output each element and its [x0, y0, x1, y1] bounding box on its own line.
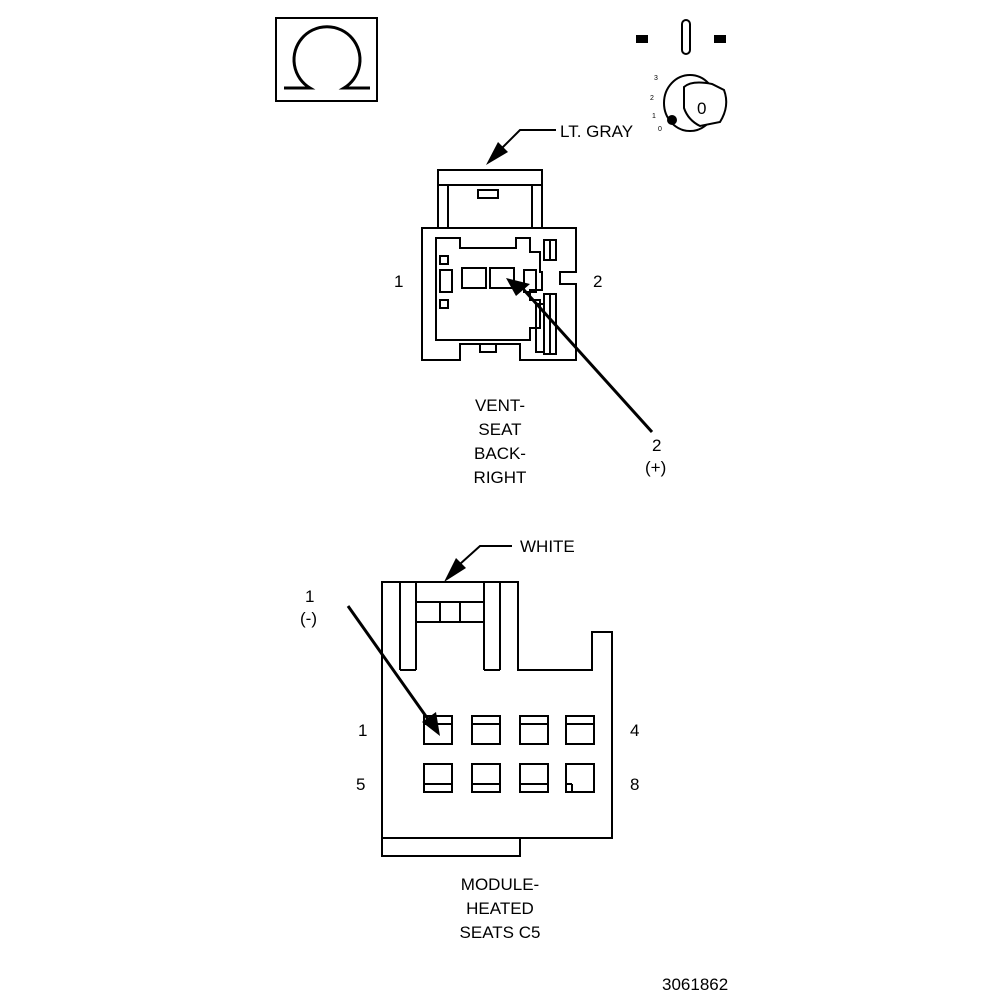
module-pin-5-label: 5	[356, 775, 365, 794]
ignition-key-label: 0	[697, 99, 706, 118]
ignition-key-icon: 3 2 1 0 0	[636, 19, 728, 133]
figure-id: 3061862	[662, 975, 728, 994]
module-pin-4-label: 4	[630, 721, 639, 740]
module-terminal-row-1	[423, 715, 595, 745]
ignition-position-3: 3	[654, 75, 658, 82]
vent-seat-name-line-1: VENT-	[475, 396, 525, 415]
vent-seat-connector	[421, 169, 577, 361]
vent-seat-name-line-3: BACK-	[474, 444, 526, 463]
top-pin-1-label: 1	[394, 272, 403, 291]
lt-gray-label: LT. GRAY	[560, 122, 633, 141]
white-label: WHITE	[520, 537, 575, 556]
vent-seat-name-line-2: SEAT	[478, 420, 521, 439]
vent-seat-name-line-4: RIGHT	[474, 468, 527, 487]
ignition-position-0: 0	[658, 126, 662, 133]
module-name-line-3: SEATS C5	[460, 923, 541, 942]
white-leader	[459, 545, 512, 565]
positive-probe-line	[522, 288, 654, 434]
ignition-position-1: 1	[652, 113, 656, 120]
positive-probe-polarity: (+)	[645, 458, 666, 477]
negative-probe-head	[422, 712, 440, 736]
lt-gray-leader	[501, 129, 556, 149]
module-pin-1-label: 1	[358, 721, 367, 740]
module-pin-8-label: 8	[630, 775, 639, 794]
positive-probe-head	[506, 278, 530, 296]
negative-probe-polarity: (-)	[300, 609, 317, 628]
module-name-line-2: HEATED	[466, 899, 534, 918]
module-terminal-row-2	[423, 763, 595, 793]
ohmmeter-icon	[275, 17, 378, 102]
module-name-line-1: MODULE-	[461, 875, 539, 894]
heated-seats-module-connector	[381, 581, 613, 857]
top-pin-2-label: 2	[593, 272, 602, 291]
negative-probe-pin: 1	[305, 587, 314, 606]
negative-probe-line	[346, 605, 432, 723]
ignition-position-2: 2	[650, 95, 654, 102]
positive-probe-pin: 2	[652, 436, 661, 455]
